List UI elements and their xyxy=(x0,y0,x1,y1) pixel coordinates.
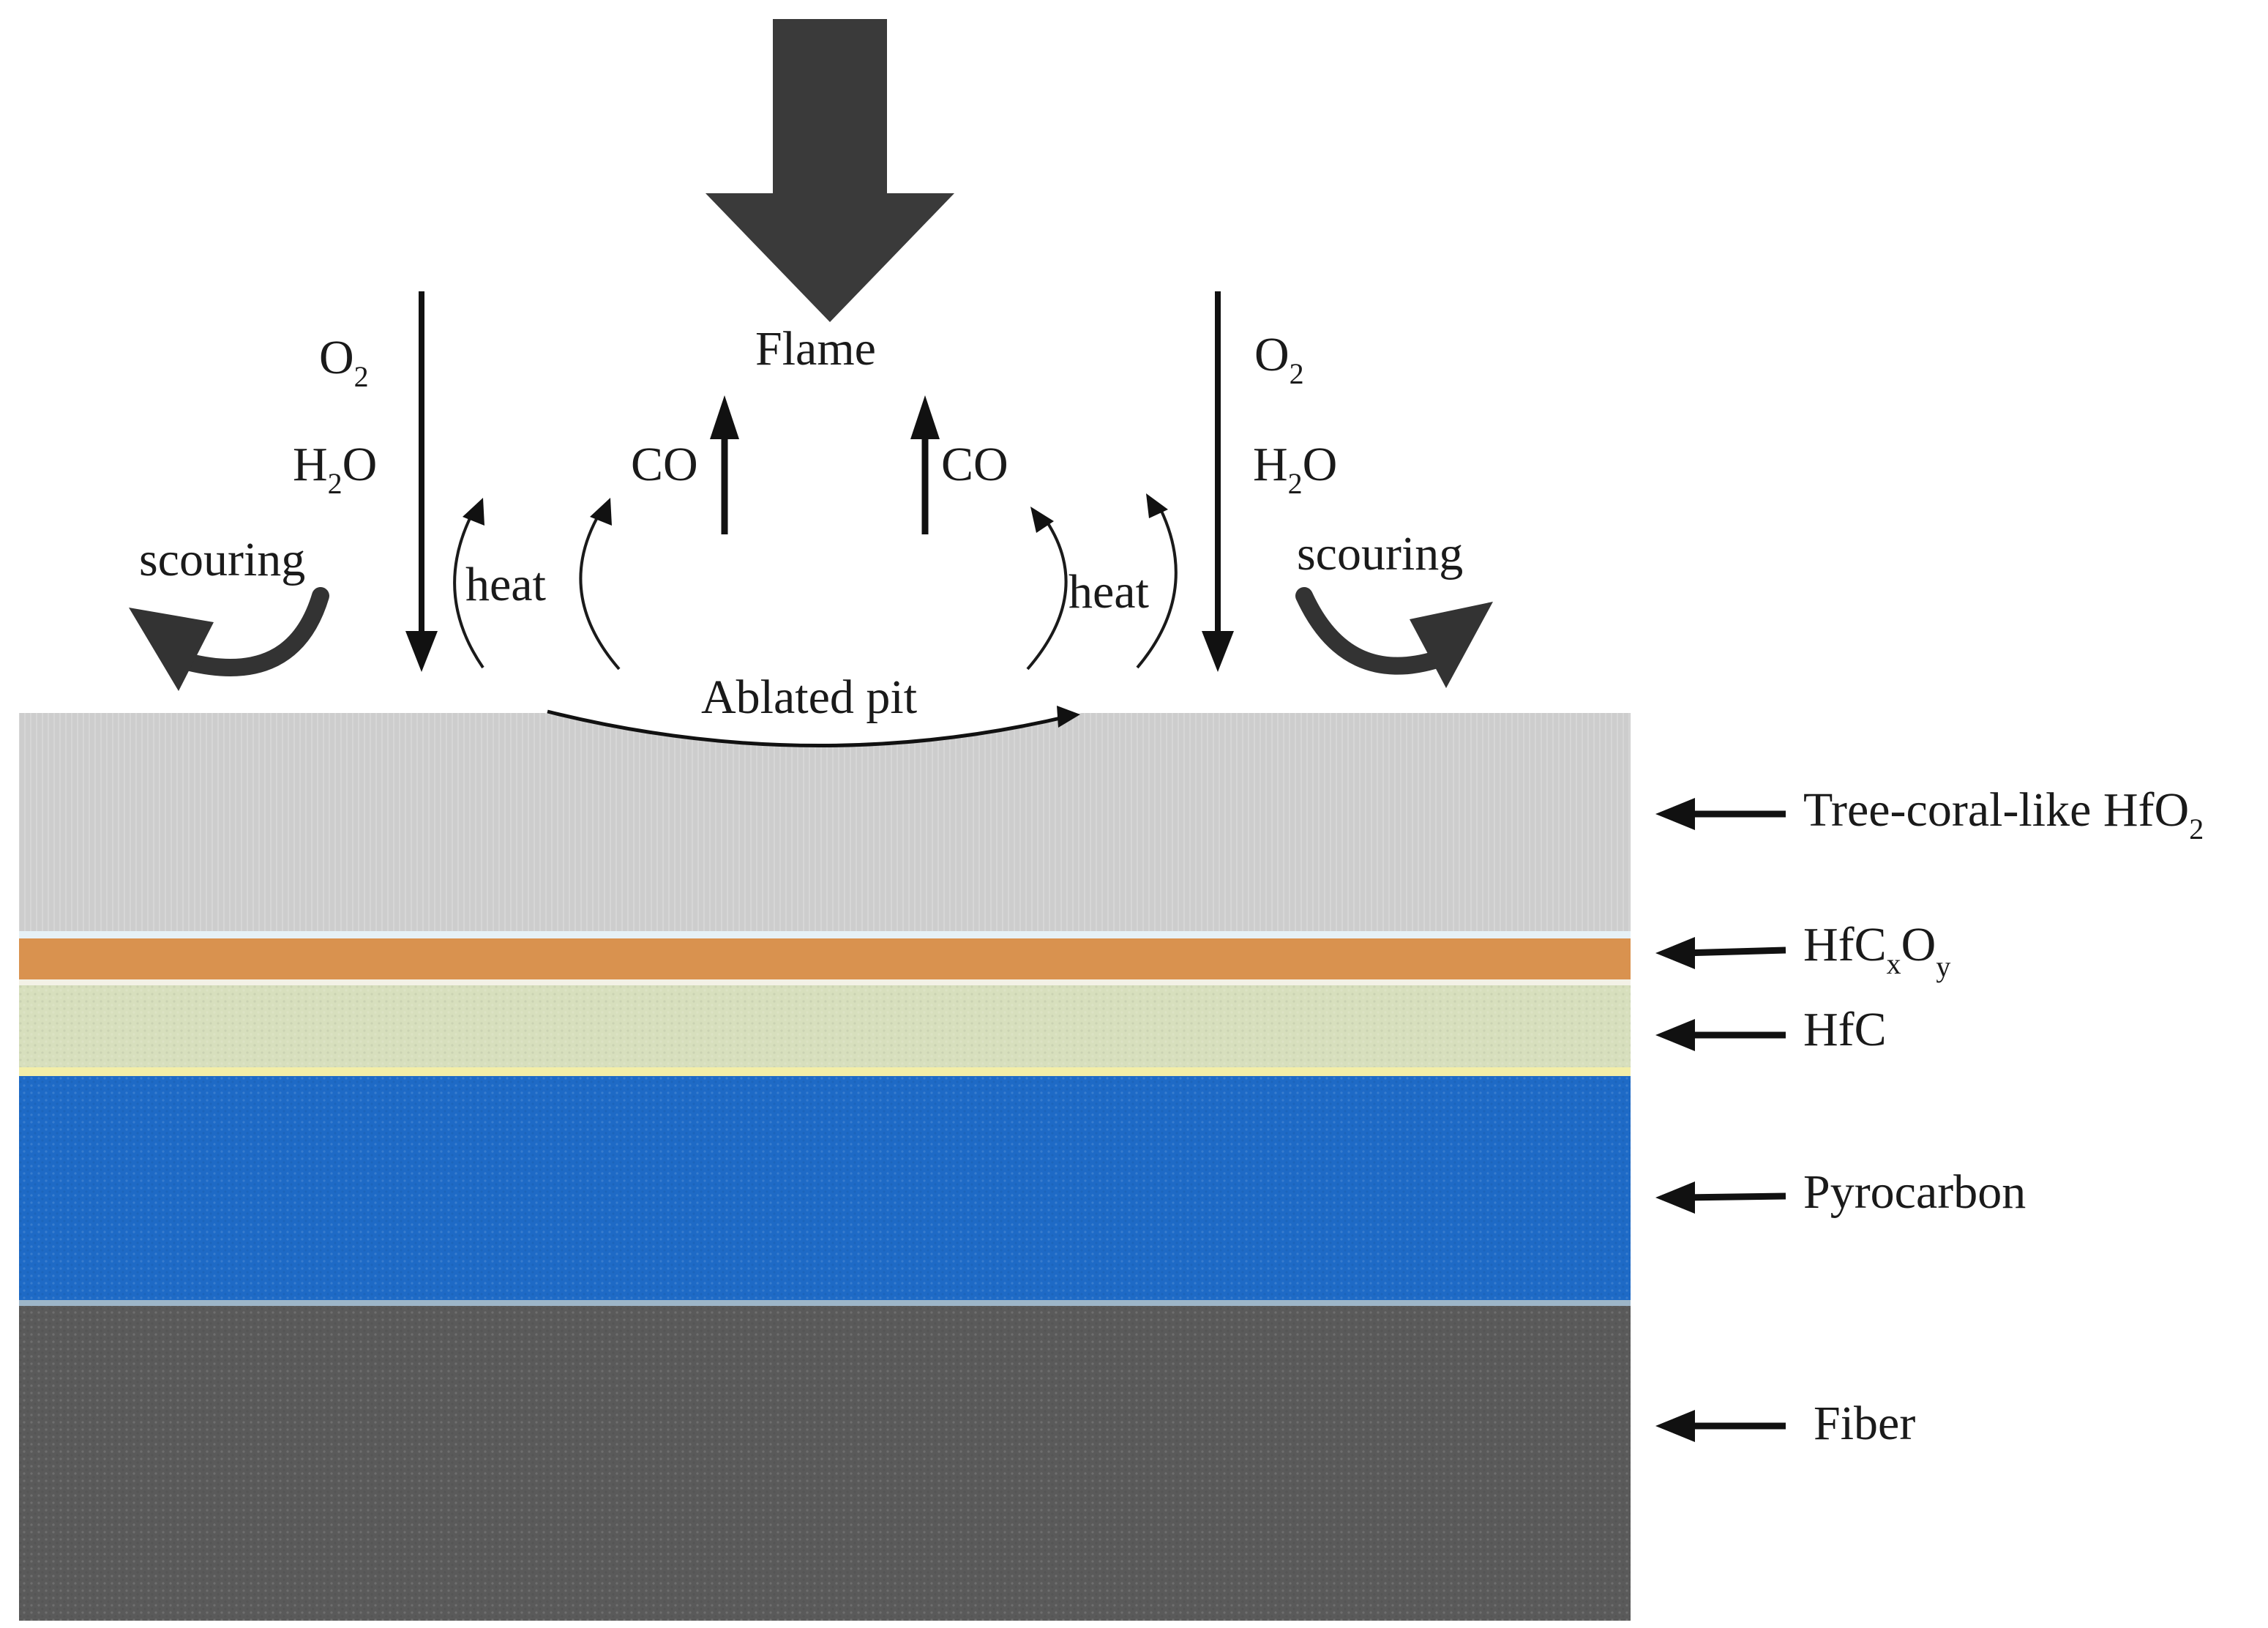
heat-arrows-right xyxy=(1026,493,1178,671)
co-label-left: CO xyxy=(631,438,698,491)
layer-stack xyxy=(19,713,1631,1621)
heat-arrow-right-outer-head xyxy=(1146,493,1168,518)
o2-right-base: O xyxy=(1254,328,1290,381)
text-labels: Flame O2 H2O O2 H2O CO CO heat heat scou… xyxy=(139,322,2204,1450)
layer-separator xyxy=(19,1067,1631,1076)
o2-left-sub: 2 xyxy=(354,360,369,393)
pointer-pyrocarbon xyxy=(1655,1181,1786,1214)
tree-coral-sub: 2 xyxy=(2189,813,2204,845)
pointer-tree-coral-hfo2 xyxy=(1655,798,1786,830)
h2o-left-post: O xyxy=(343,438,378,491)
tree-coral-base: Tree-coral-like HfO xyxy=(1803,783,2189,837)
layer-label-hfcxoy: HfCxOy xyxy=(1803,918,1950,983)
ablated-pit xyxy=(544,706,1082,748)
oxidizer-arrow-left-head xyxy=(405,631,438,672)
layer-label-hfc: HfC xyxy=(1803,1003,1887,1056)
hfcxoy-mid: O xyxy=(1901,918,1936,971)
flame-arrow-shape xyxy=(706,19,954,322)
scouring-arrow-left-body xyxy=(179,587,329,676)
pointer-head xyxy=(1655,798,1695,830)
scouring-arrow-right-head xyxy=(1410,602,1493,688)
scouring-label-right: scouring xyxy=(1297,527,1463,580)
layer-fiber-texture xyxy=(19,1306,1631,1621)
heat-arrow-right-inner xyxy=(1026,520,1068,671)
hfcxoy-sub2: y xyxy=(1936,950,1950,983)
heat-arrow-left-outer xyxy=(453,512,484,669)
layer-hfc-texture xyxy=(19,985,1631,1067)
co-arrow-right-head xyxy=(910,395,940,439)
pointer-head xyxy=(1655,1410,1695,1442)
oxidizer-arrow-right xyxy=(1202,291,1234,672)
layer-hfcxoy xyxy=(19,938,1631,979)
heat-arrow-right-inner-head xyxy=(1030,507,1054,533)
o2-left-base: O xyxy=(319,331,354,384)
hfcxoy-sub1: x xyxy=(1887,947,1901,980)
h2o-left-pre: H xyxy=(293,438,328,491)
pointer-head xyxy=(1655,937,1695,969)
pointer-head xyxy=(1655,1019,1695,1051)
pit-curve-arrowhead xyxy=(1057,706,1080,728)
scouring-arrow-right-body xyxy=(1295,587,1448,675)
o2-label-right: O2 xyxy=(1254,328,1304,390)
ablated-pit-label: Ablated pit xyxy=(701,671,917,724)
h2o-label-left: H2O xyxy=(293,438,377,500)
layer-pointers xyxy=(1655,798,1786,1442)
scouring-arrow-right xyxy=(1295,587,1493,688)
co-arrow-left xyxy=(710,395,739,534)
layer-separator xyxy=(19,979,1631,985)
layer-pyrocarbon-texture xyxy=(19,1076,1631,1300)
oxidizer-arrow-left xyxy=(405,291,438,672)
h2o-left-sub: 2 xyxy=(328,467,343,500)
h2o-right-post: O xyxy=(1303,438,1338,491)
h2o-right-pre: H xyxy=(1253,438,1288,491)
pointer-shaft xyxy=(1683,946,1786,957)
layer-separator xyxy=(19,931,1631,938)
co-arrow-left-head xyxy=(710,395,739,439)
co-arrow-right xyxy=(910,395,940,534)
h2o-label-right: H2O xyxy=(1253,438,1337,500)
layer-label-tree-coral-hfo2: Tree-coral-like HfO2 xyxy=(1803,783,2204,845)
flame-label: Flame xyxy=(755,322,876,376)
heat-arrow-left-inner xyxy=(579,511,621,671)
co-label-right: CO xyxy=(941,438,1008,491)
layer-label-fiber: Fiber xyxy=(1814,1397,1915,1450)
oxidizer-arrow-right-head xyxy=(1202,631,1234,672)
pointer-hfcxoy xyxy=(1655,937,1786,969)
o2-label-left: O2 xyxy=(319,331,369,393)
layer-tree-coral-hfo2-texture xyxy=(19,713,1631,931)
pointer-head xyxy=(1655,1181,1695,1214)
heat-arrow-left-outer-head xyxy=(463,498,484,526)
scouring-label-left: scouring xyxy=(139,533,305,586)
heat-arrow-right-outer xyxy=(1136,509,1178,669)
pointer-fiber xyxy=(1655,1410,1786,1442)
heat-label-left: heat xyxy=(465,558,546,611)
hfcxoy-base: HfC xyxy=(1803,918,1887,971)
scouring-arrow-left-head xyxy=(129,608,214,691)
pointer-hfc xyxy=(1655,1019,1786,1051)
h2o-right-sub: 2 xyxy=(1288,467,1303,500)
scouring-arrow-left xyxy=(129,587,329,691)
heat-arrows-left xyxy=(453,498,621,671)
layer-separator xyxy=(19,1300,1631,1306)
heat-label-right: heat xyxy=(1068,565,1149,619)
flame-arrow xyxy=(706,19,954,322)
pit-curve-arrow xyxy=(547,709,1071,748)
o2-right-sub: 2 xyxy=(1290,357,1304,390)
pointer-shaft xyxy=(1683,1192,1786,1201)
heat-arrow-left-inner-head xyxy=(590,498,612,526)
layer-label-pyrocarbon: Pyrocarbon xyxy=(1803,1165,2026,1219)
